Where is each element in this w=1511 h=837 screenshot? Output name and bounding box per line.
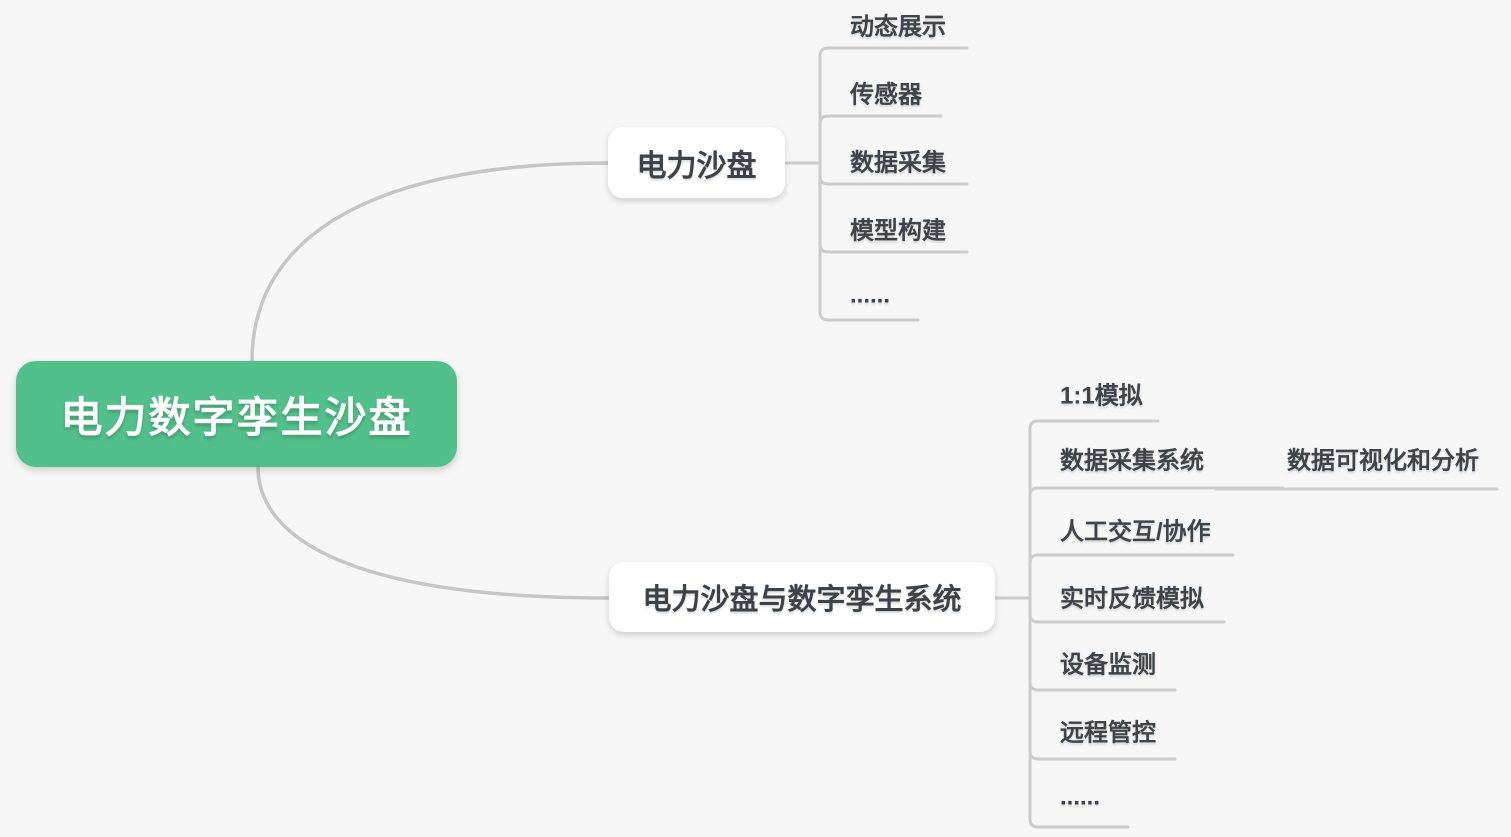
subtopic-data-collection-system[interactable]: 数据采集系统 xyxy=(1060,447,1204,475)
branchline-sensor xyxy=(818,114,943,165)
subtopic-human-interaction-collaboration[interactable]: 人工交互/协作 xyxy=(1060,518,1211,546)
subtopic-bottom-ellipsis[interactable]: ...... xyxy=(1060,783,1101,811)
root-topic[interactable]: 电力数字孪生沙盘 xyxy=(16,361,457,467)
subtopic-equipment-monitoring[interactable]: 设备监测 xyxy=(1060,651,1156,679)
subtopic-model-building[interactable]: 模型构建 xyxy=(850,217,946,245)
top-branch-lines xyxy=(784,46,969,322)
subtopic-sensor[interactable]: 传感器 xyxy=(850,81,922,109)
branchline-dynamic-display xyxy=(818,46,969,165)
branchline-bottom-ellipsis xyxy=(1028,596,1130,829)
branch-topic-sandbox-digital-twin-system[interactable]: 电力沙盘与数字孪生系统 xyxy=(609,562,995,632)
branchline-data-collection-system xyxy=(1028,486,1285,600)
subtopic-data-visualization-analysis[interactable]: 数据可视化和分析 xyxy=(1287,447,1479,475)
branchline-human-interaction xyxy=(1028,553,1235,600)
subtopic-realtime-feedback-simulation[interactable]: 实时反馈模拟 xyxy=(1060,585,1204,613)
root-branch-curves xyxy=(250,161,611,600)
branch-topic-power-sandbox[interactable]: 电力沙盘 xyxy=(608,127,785,198)
curve-root-to-top-branch xyxy=(250,161,610,363)
subtopic-remote-control[interactable]: 远程管控 xyxy=(1060,719,1156,747)
branchline-1to1-simulation xyxy=(1028,419,1160,600)
subtopic-top-ellipsis[interactable]: ...... xyxy=(850,281,891,309)
subtopic-1to1-simulation[interactable]: 1:1模拟 xyxy=(1060,382,1143,410)
subtopic-data-collection[interactable]: 数据采集 xyxy=(850,149,946,177)
branchline-top-ellipsis xyxy=(818,161,920,322)
curve-root-to-bottom-branch xyxy=(256,465,611,600)
subtopic-dynamic-display[interactable]: 动态展示 xyxy=(850,13,946,41)
bottom-branch-lines xyxy=(994,419,1499,829)
